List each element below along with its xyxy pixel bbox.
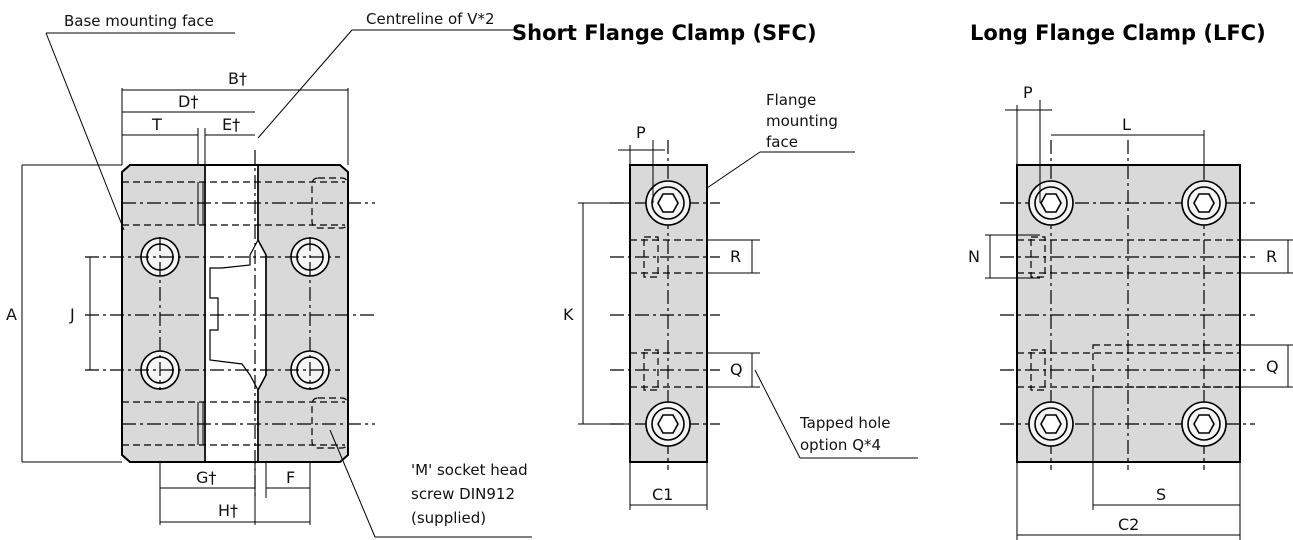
dim-T: T bbox=[151, 115, 162, 134]
dim-J: J bbox=[69, 305, 75, 324]
callout-flange-2: mounting bbox=[766, 112, 838, 130]
sfc-dim-C1: C1 bbox=[652, 485, 673, 504]
dim-A: A bbox=[6, 305, 17, 324]
callout-flange-3: face bbox=[766, 133, 798, 151]
lfc-title: Long Flange Clamp (LFC) bbox=[970, 21, 1266, 45]
lfc-dim-R: R bbox=[1266, 247, 1277, 266]
callout-base-mounting-face: Base mounting face bbox=[64, 12, 214, 30]
sfc-dim-R: R bbox=[730, 247, 741, 266]
lfc-dim-Q: Q bbox=[1266, 357, 1279, 376]
sfc-screw-icon bbox=[645, 180, 691, 447]
lfc-dim-C2: C2 bbox=[1118, 515, 1139, 534]
sfc-dim-Q: Q bbox=[730, 360, 743, 379]
callout-tapped-2: option Q*4 bbox=[800, 436, 881, 454]
dim-E: E† bbox=[222, 115, 240, 134]
callout-screw-2: screw DIN912 bbox=[411, 485, 515, 503]
lfc-dim-N: N bbox=[968, 247, 980, 266]
dim-F: F bbox=[286, 468, 295, 487]
dim-B: B† bbox=[228, 69, 247, 88]
lfc-dim-L: L bbox=[1122, 115, 1131, 134]
sfc-dim-K: K bbox=[563, 305, 574, 324]
base-view: A J B† D† T E† G† F H† Base mounting f bbox=[6, 10, 532, 538]
lfc-view: P L N R Q S C2 bbox=[968, 83, 1293, 540]
callout-screw-3: (supplied) bbox=[411, 509, 486, 527]
callout-centreline-v: Centreline of V*2 bbox=[366, 10, 495, 28]
base-jaw-profile bbox=[209, 239, 259, 391]
sfc-title: Short Flange Clamp (SFC) bbox=[512, 21, 817, 45]
dim-G: G† bbox=[196, 468, 216, 487]
callout-tapped-1: Tapped hole bbox=[799, 414, 891, 432]
lfc-dim-P: P bbox=[1023, 83, 1033, 102]
lfc-dim-S: S bbox=[1156, 485, 1166, 504]
callout-screw-1: 'M' socket head bbox=[411, 461, 528, 479]
dim-H: H† bbox=[218, 501, 238, 520]
sfc-view: P K R Q C1 Flange mounting face Tapped h… bbox=[563, 91, 918, 510]
dim-D: D† bbox=[178, 92, 198, 111]
lfc-screw-icon bbox=[1028, 180, 1227, 447]
callout-flange-1: Flange bbox=[766, 91, 816, 109]
sfc-dim-P: P bbox=[636, 123, 646, 142]
